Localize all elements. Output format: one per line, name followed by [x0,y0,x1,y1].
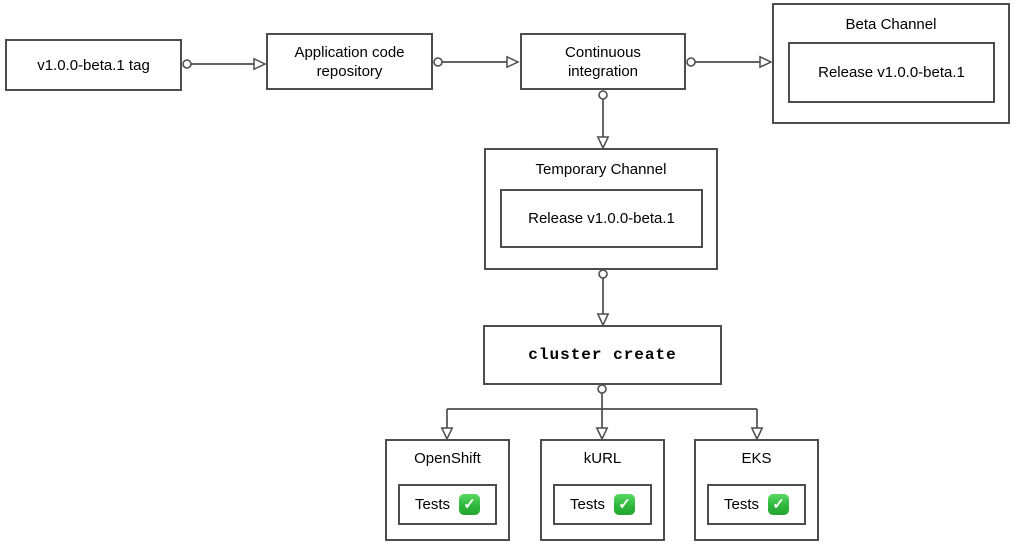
node-application-code-repository-label: Application code repository [294,43,405,80]
node-version-tag: v1.0.0-beta.1 tag [5,39,182,91]
connector-temporary-channel-to-cluster-create [596,269,610,327]
node-continuous-integration: Continuous integration [520,33,686,90]
node-temporary-channel: Temporary Channel Release v1.0.0-beta.1 [484,148,718,270]
temporary-channel-release-label: Release v1.0.0-beta.1 [528,210,675,227]
beta-channel-title: Beta Channel [845,16,937,33]
connector-tag-to-repo [182,57,267,71]
check-mark-icon: ✓ [614,494,635,515]
node-eks: EKS Tests ✓ [694,439,819,541]
node-continuous-integration-label: Continuous integration [565,43,641,80]
connector-cluster-create-to-clusters [440,384,764,441]
openshift-tests-label: Tests [414,496,450,513]
eks-tests-label: Tests [723,496,759,513]
node-openshift: OpenShift Tests ✓ [385,439,510,541]
node-cluster-create-label: cluster create [528,345,677,364]
temporary-channel-release-box: Release v1.0.0-beta.1 [500,189,703,248]
beta-channel-release-box: Release v1.0.0-beta.1 [788,42,995,103]
kurl-tests-box: Tests ✓ [553,484,652,525]
connector-ci-to-temporary-channel [596,90,610,150]
temporary-channel-title: Temporary Channel [535,161,667,178]
kurl-tests-label: Tests [569,496,605,513]
check-mark-icon: ✓ [768,494,789,515]
node-application-code-repository: Application code repository [266,33,433,90]
node-version-tag-label: v1.0.0-beta.1 tag [37,56,150,74]
eks-title: EKS [741,450,772,467]
openshift-tests-box: Tests ✓ [398,484,497,525]
connector-ci-to-beta-channel [686,55,773,69]
connector-repo-to-ci [433,55,520,69]
check-mark-icon: ✓ [459,494,480,515]
node-beta-channel: Beta Channel Release v1.0.0-beta.1 [772,3,1010,124]
beta-channel-release-label: Release v1.0.0-beta.1 [818,64,965,81]
node-kurl: kURL Tests ✓ [540,439,665,541]
eks-tests-box: Tests ✓ [707,484,806,525]
kurl-title: kURL [583,450,622,467]
node-cluster-create: cluster create [483,325,722,385]
openshift-title: OpenShift [414,450,481,467]
